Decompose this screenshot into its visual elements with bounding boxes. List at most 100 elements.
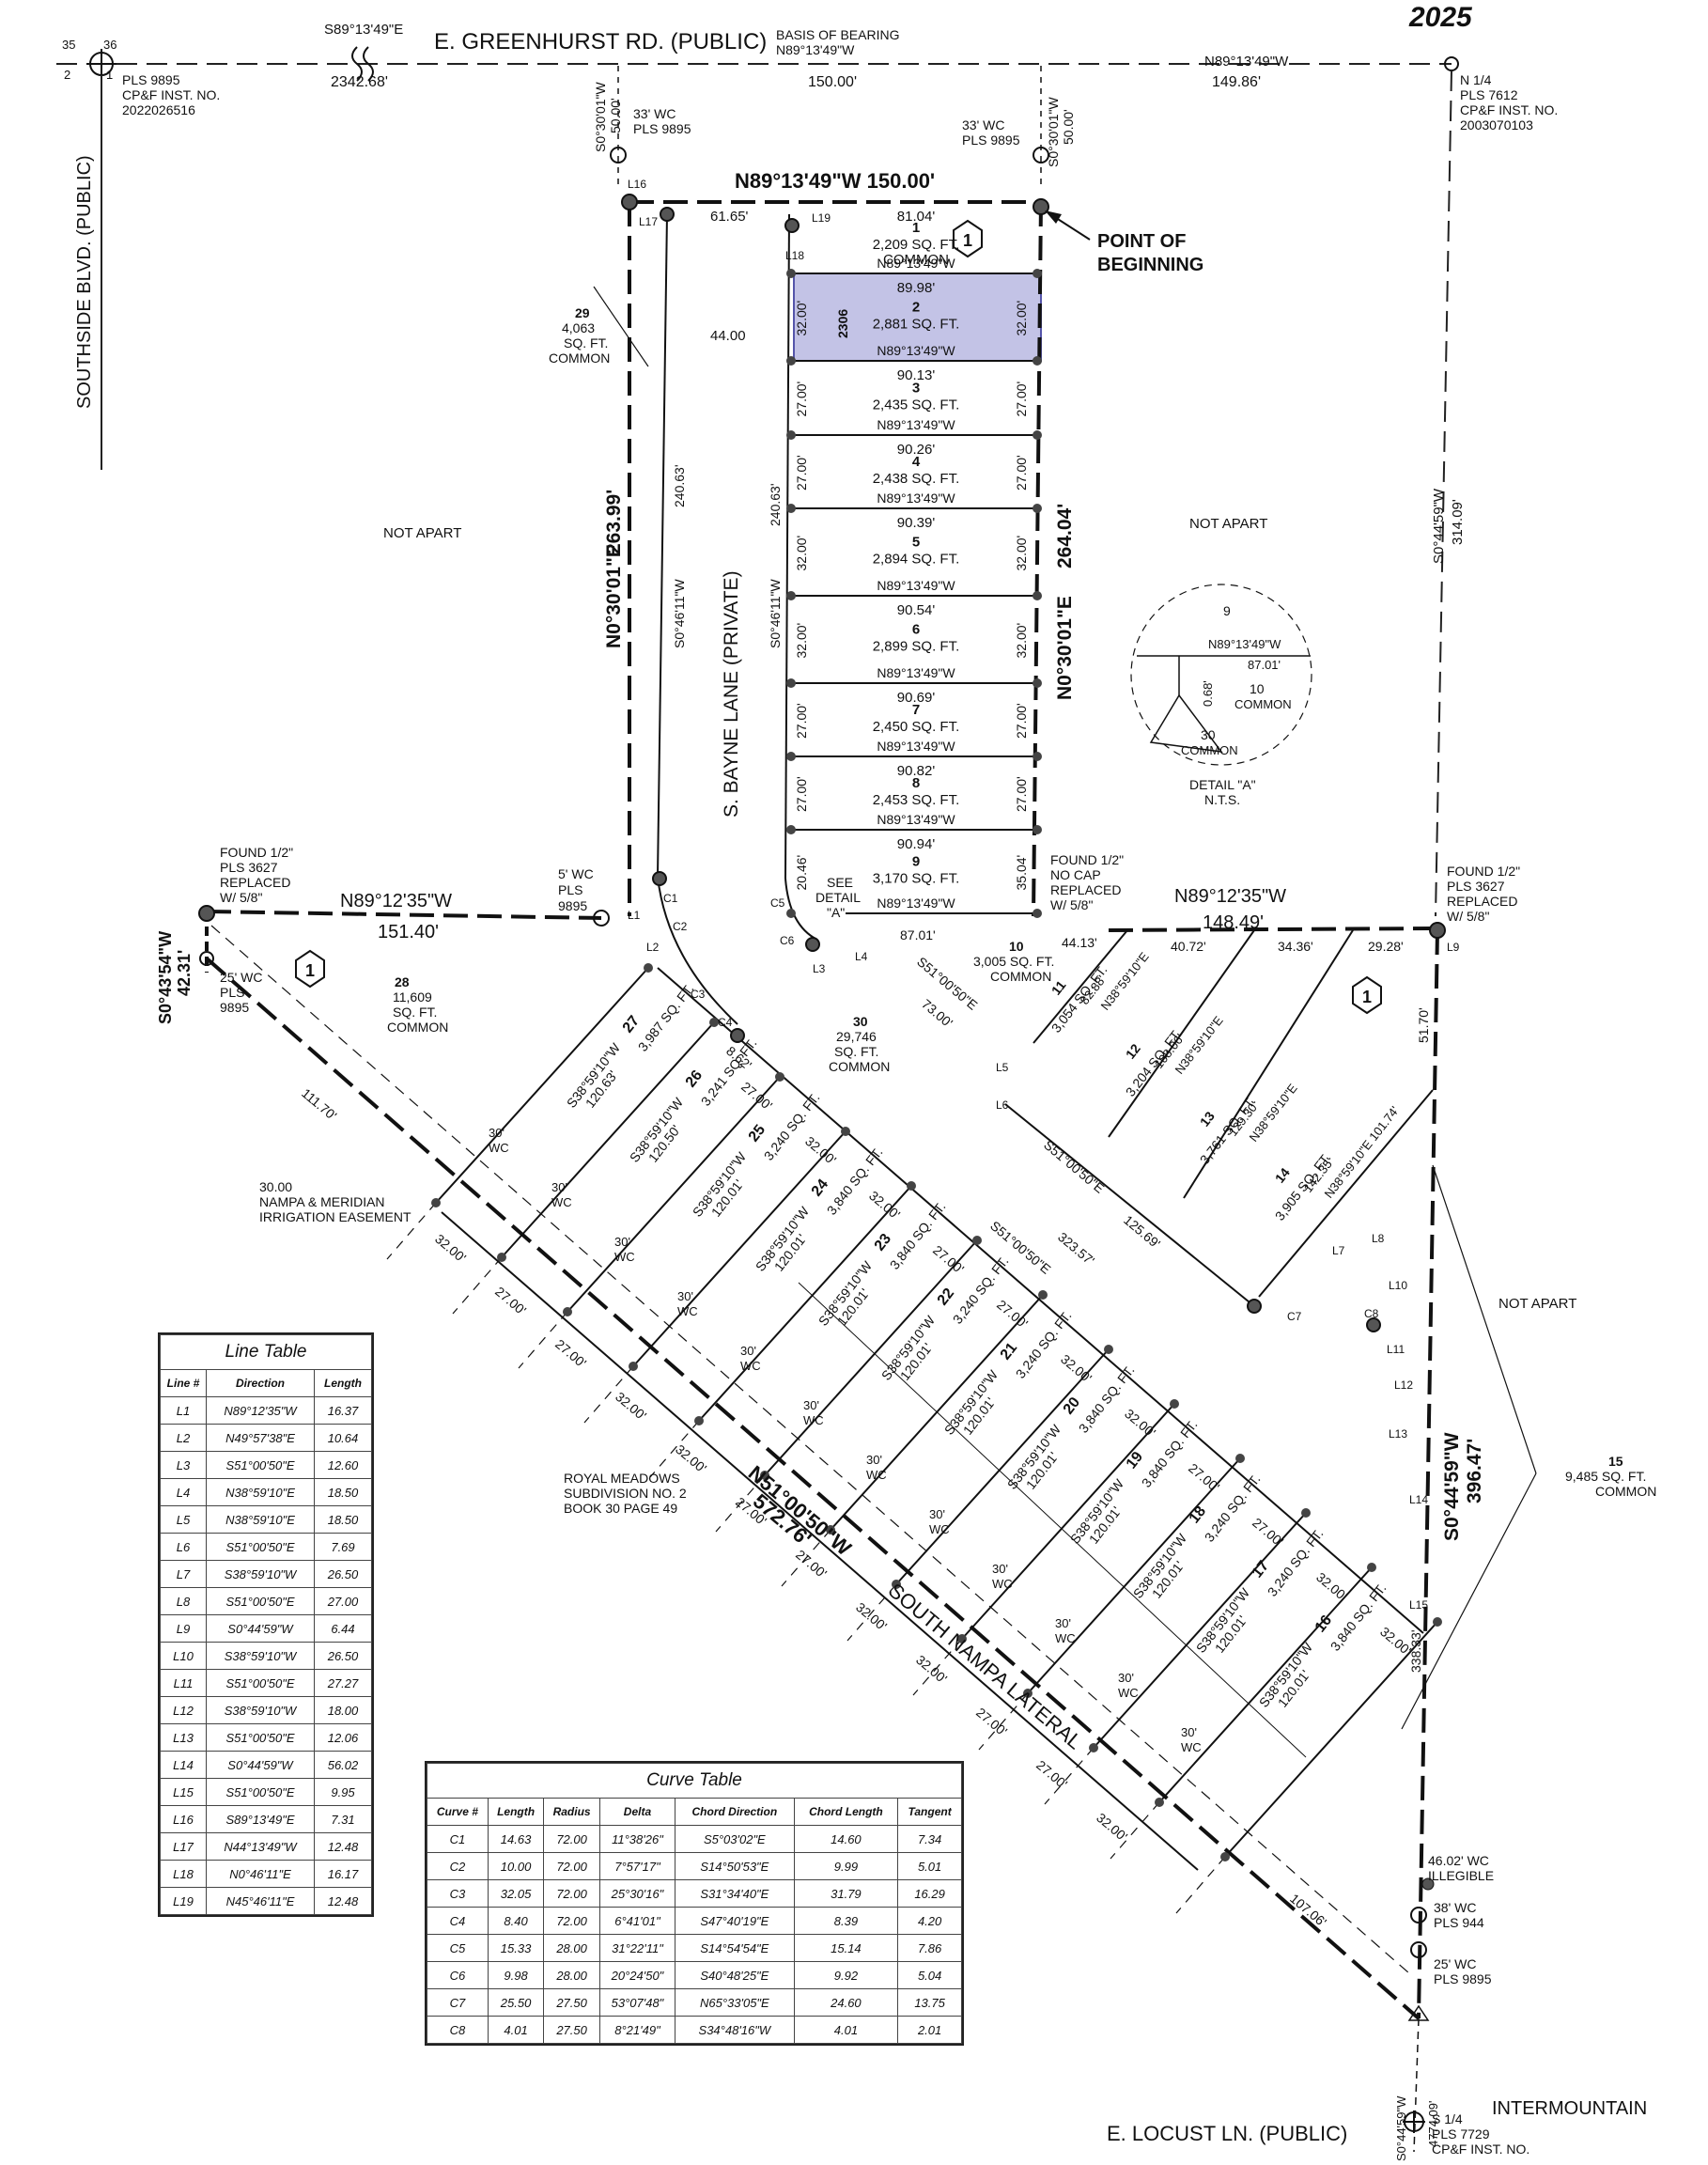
table-cell: 12.60 [314,1451,372,1479]
table-cell: N65°33'05"E [675,1988,795,2017]
west-lot-area: 3,987 SQ. FT. [635,981,697,1054]
lot-corner-dot [1155,1798,1164,1807]
rear-dist: 27.00' [1186,1460,1222,1495]
lot-corner-dot [1033,269,1042,278]
svg-text:COMMON: COMMON [1234,697,1292,711]
svg-text:9895: 9895 [220,1000,249,1015]
west-lot-side-line [781,1529,831,1587]
table-cell: 8.40 [487,1907,545,1935]
lot-bottom-bearing: N89°13'49"W [877,256,955,271]
svg-text:W/ 5/8": W/ 5/8" [220,890,262,905]
svg-text:PLS 7612: PLS 7612 [1460,87,1518,102]
table-cell: 15.14 [793,1934,899,1962]
lot-area: 2,894 SQ. FT. [873,552,960,568]
segment-label: L14 [1409,1493,1428,1506]
lot-number: 8 [912,775,920,791]
svg-text:46.02' WC: 46.02' WC [1428,1853,1489,1868]
segment-label: L6 [996,1098,1009,1112]
frontage-dist: 32.00' [1094,1810,1130,1845]
svg-text:61.65': 61.65' [710,209,749,225]
lane-lots: 81.04'12,209 SQ. FT.COMMONN89°13'49"W89.… [786,209,1042,918]
table-cell: 72.00 [543,1825,600,1853]
west-lot-side-line [1175,1856,1226,1914]
svg-text:4774.09': 4774.09' [1426,2101,1440,2147]
rear-dist: 32.00' [866,1188,903,1223]
svg-text:FOUND 1/2": FOUND 1/2" [220,845,293,860]
wc-label: WC [489,1141,509,1155]
rear-dist: 32.00' [1377,1624,1414,1659]
svg-text:S0°30'01"W: S0°30'01"W [1046,96,1061,167]
lot-corner-dot [563,1307,572,1316]
table-cell: 27.00 [314,1587,372,1615]
lot-bottom-bearing: N89°13'49"W [877,896,955,911]
lot-number: 7 [912,702,920,718]
segment-label: L11 [1387,1343,1405,1356]
table-cell: 26.50 [314,1642,372,1670]
lot-area: 2,435 SQ. FT. [873,397,960,413]
svg-text:S0°44'59"W: S0°44'59"W [1431,488,1447,564]
lot-corner-dot [1433,1617,1442,1627]
lot-corner-dot [1235,1454,1245,1463]
table-cell: C6 [427,1961,489,1989]
frontage-dist: 32.00' [913,1652,950,1687]
svg-text:REPLACED: REPLACED [220,875,290,890]
west-lot-number: 24 [809,1176,831,1200]
svg-text:111.70': 111.70' [299,1085,340,1123]
svg-text:N89°13'49"W: N89°13'49"W [1204,54,1289,70]
lot-corner-dot [694,1416,704,1425]
lot-area: 3,170 SQ. FT. [873,871,960,887]
lot-corner-dot [431,1198,441,1207]
lot-side-dist: 32.00' [794,623,809,659]
svg-text:11,609: 11,609 [393,989,432,1005]
lot-bottom-bearing: N89°13'49"W [877,812,955,827]
lot-corner-dot [1033,678,1042,688]
segment-label: L2 [646,941,660,954]
svg-text:"A": "A" [827,905,845,920]
svg-text:NOT APART: NOT APART [383,525,461,541]
svg-text:SQ. FT.: SQ. FT. [393,1005,437,1020]
lot-top-dist: 90.54' [897,602,936,618]
table-cell: S51°00'50"E [206,1533,315,1561]
east-lot-number: 13 [1197,1109,1218,1129]
svg-text:S89°13'49"E: S89°13'49"E [324,22,403,38]
lot-corner-dot [786,504,796,513]
east-boundary-upper [1032,201,1043,917]
table-cell: 18.50 [314,1505,372,1534]
west-lot-side-line [632,1130,846,1367]
pob-label: POINT OF [1097,231,1186,252]
wc-label: WC [614,1250,635,1264]
sw-boundary [205,957,1421,2020]
lot-area: 2,881 SQ. FT. [873,317,960,333]
table-header-cell: Line # [160,1369,207,1397]
svg-text:29.28': 29.28' [1368,939,1404,954]
table-cell: S0°44'59"W [206,1614,315,1643]
svg-text:28: 28 [395,974,410,989]
svg-text:9,485 SQ. FT.: 9,485 SQ. FT. [1565,1469,1646,1484]
lot-side-dist: 35.04' [1014,855,1029,891]
lot-corner-dot [1033,356,1042,366]
curve-table-caption: Curve Table [427,1763,962,1799]
lot-corner-dot [786,752,796,761]
west-lot-side-line [1027,1457,1241,1694]
table-cell: S40°48'25"E [675,1961,795,1989]
lot-bottom-bearing: N89°13'49"W [877,665,955,680]
lot-corner-dot [1033,752,1042,761]
svg-text:264.04': 264.04' [1054,504,1076,569]
bayne-lane-label: S. BAYNE LANE (PRIVATE) [721,570,742,818]
s14-corner-icon [1403,2110,1425,2133]
west-lot-side-line [501,1021,715,1258]
svg-text:COMMON: COMMON [1595,1484,1656,1499]
svg-text:40.72': 40.72' [1171,939,1206,954]
lateral-label: SOUTH NAMPA LATERAL [884,1579,1087,1754]
svg-text:50.00': 50.00' [1061,109,1076,145]
table-cell: C2 [427,1852,489,1880]
lot-side-dist: 27.00' [794,455,809,491]
segment-label: L16 [628,178,646,191]
top-boundary-label: N89°13'49"W 150.00' [735,169,935,193]
table-header-cell: Chord Length [793,1798,899,1826]
lot-side-dist: 27.00' [794,776,809,812]
